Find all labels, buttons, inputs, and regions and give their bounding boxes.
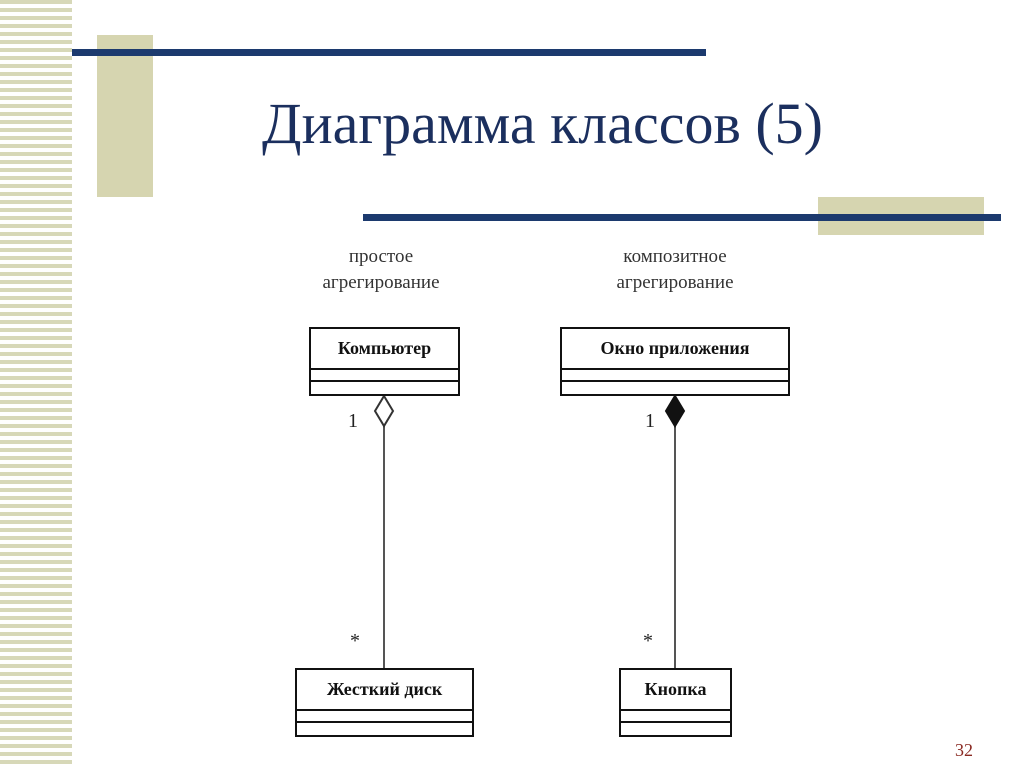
class-operations-section xyxy=(297,723,472,735)
class-operations-section xyxy=(311,382,458,394)
class-name-app-window: Окно приложения xyxy=(562,329,788,370)
multiplicity-part-composite: * xyxy=(643,630,653,652)
class-box-computer: Компьютер xyxy=(309,327,460,396)
class-name-button: Кнопка xyxy=(621,670,730,711)
class-box-app-window: Окно приложения xyxy=(560,327,790,396)
multiplicity-whole-composite: 1 xyxy=(645,410,655,432)
caption-composite-aggregation: композитное агрегирование xyxy=(590,244,760,296)
hollow-diamond-icon xyxy=(373,394,395,428)
title-rule-top xyxy=(72,49,706,56)
class-attributes-section xyxy=(311,370,458,382)
class-name-hard-disk: Жесткий диск xyxy=(297,670,472,711)
class-operations-section xyxy=(621,723,730,735)
caption-simple-aggregation: простое агрегирование xyxy=(296,244,466,296)
title-rule-bottom xyxy=(363,214,1001,221)
class-attributes-section xyxy=(621,711,730,723)
filled-diamond-icon xyxy=(664,394,686,428)
multiplicity-part-simple: * xyxy=(350,630,360,652)
caption-simple-text: простое агрегирование xyxy=(322,246,440,293)
slide-title: Диаграмма классов (5) xyxy=(262,91,823,156)
class-box-hard-disk: Жесткий диск xyxy=(295,668,474,737)
decorative-block-left xyxy=(97,35,153,197)
class-box-button: Кнопка xyxy=(619,668,732,737)
class-name-computer: Компьютер xyxy=(311,329,458,370)
class-attributes-section xyxy=(297,711,472,723)
striped-side-panel xyxy=(0,0,72,767)
caption-composite-text: композитное агрегирование xyxy=(616,246,734,293)
page-number: 32 xyxy=(955,740,973,760)
class-operations-section xyxy=(562,382,788,394)
class-attributes-section xyxy=(562,370,788,382)
multiplicity-whole-simple: 1 xyxy=(348,410,358,432)
